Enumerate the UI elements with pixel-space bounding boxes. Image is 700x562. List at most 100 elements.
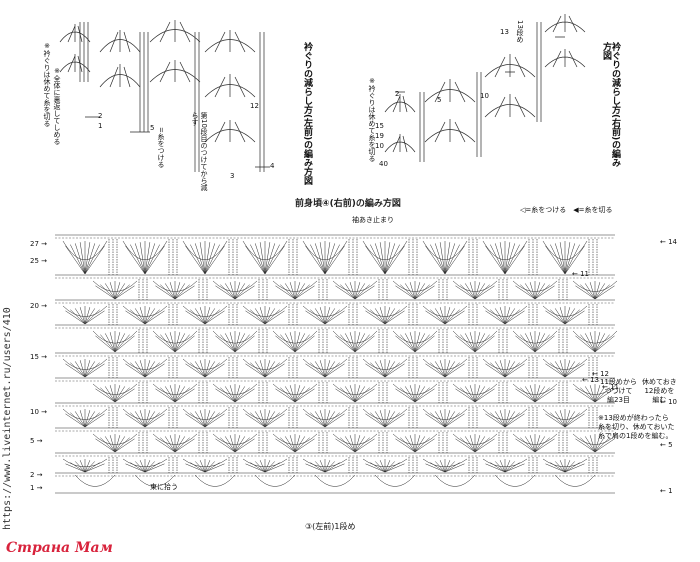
shell-stitch [152,382,208,403]
shell-stitch [542,239,598,275]
shell-stitch [542,357,598,378]
row-number-left: 1 → [30,484,43,492]
shell-stitch [542,457,598,473]
neck-right-row-2: 2 [395,90,400,98]
foundation-arc [134,474,176,487]
shell-stitch [122,239,178,275]
main-legend: ◁=糸をつける ◀=糸を切る [520,206,613,214]
row-number-right: ← 13 [582,376,599,384]
label-first-row: ③(左前)1段め [305,522,356,531]
shell-stitch [512,279,568,300]
shell-stitch [452,382,508,403]
neck-right-row-19: 19 [375,132,384,140]
shell-stitch [212,382,268,403]
diagram-neck-left: 衿ぐりの減らし方(左前)の編み方図 ※衿ぐりは休めて糸を切る ※全体に裏返してし… [40,12,312,192]
shell-stitch [92,432,148,453]
shell-stitch [122,357,178,378]
foundation-arc [194,474,236,487]
shell-stitch [362,357,418,378]
shell-stitch [182,357,238,378]
neck-right-chart [384,14,586,162]
neck-right-row-10b: 10 [375,142,384,150]
shell-stitch [212,432,268,453]
shell-stitch [242,304,298,325]
brand-logo: Страна Мам [6,540,113,556]
shell-stitch [122,457,178,473]
shell-stitch [212,279,268,300]
shell-stitch [362,457,418,473]
main-stitch-chart [55,234,618,494]
neck-right-row-40: 40 [379,160,388,168]
shell-stitch [362,239,418,275]
shell-stitch [392,432,448,453]
shell-stitch [482,304,538,325]
shell-stitch [62,304,118,325]
row-number-right: ← 10 [660,398,677,406]
neck-left-note-4: 第10段目のつけてから減らす [191,112,208,191]
shell-stitch [302,357,358,378]
row-number-right: ← 12 [592,370,609,378]
shell-stitch [482,407,538,428]
row-number-left: 2 → [30,471,43,479]
shell-stitch [392,382,448,403]
neck-left-row-1: 1 [98,122,103,130]
neck-right-note-2: 13段め [516,20,524,43]
watermark-url: https://www.liveinternet.ru/users/410 [2,307,13,530]
shell-stitch [272,432,328,453]
shell-stitch [362,304,418,325]
shell-stitch [212,329,268,353]
row-number-left: 20 → [30,302,47,310]
row-number-right: ← 1 [660,487,673,495]
neck-left-row-3: 3 [230,172,235,180]
neck-right-row-5: 5 [437,96,442,104]
shell-stitch [422,239,478,275]
row-number-left: 15 → [30,353,47,361]
shell-stitch [302,457,358,473]
neck-right-row-13: 13 [500,28,509,36]
label-note: ※13段めが終わったら 糸を切り、休めておいた 糸で肩の1段めを編む。 [598,414,675,440]
foundation-arc [314,474,356,487]
shell-stitch [332,329,388,353]
shell-stitch [92,329,148,353]
label-row-12: 休めておき 12段めを 編む [642,378,677,404]
label-sleeve-stop: 袖あき止まり [352,216,394,224]
shell-stitch [482,239,538,275]
diagram-neck-right: 衿ぐりの減らし方(右前)の編み方図 ※衿ぐりは休めて糸を切る 13段め 2 5 … [365,12,625,172]
shell-stitch [512,432,568,453]
neck-right-row-10: 10 [480,92,489,100]
shell-stitch [182,457,238,473]
neck-right-title: 衿ぐりの減らし方(右前)の編み方図 [601,42,620,168]
row-number-left: 25 → [30,257,47,265]
shell-stitch [392,279,448,300]
neck-left-note-1: ※衿ぐりは休めて糸を切る [43,42,51,127]
shell-stitch [482,357,538,378]
row-number-left: 10 → [30,408,47,416]
foundation-arc [254,474,296,487]
shell-stitch [122,407,178,428]
shell-stitch [62,357,118,378]
shell-stitch [272,382,328,403]
shell-stitch [512,382,568,403]
row-number-left: 5 → [30,437,43,445]
shell-stitch [92,382,148,403]
shell-stitch [452,329,508,353]
foundation-arc [434,474,476,487]
shell-stitch [542,407,598,428]
shell-stitch [182,407,238,428]
shell-stitch [302,304,358,325]
shell-stitch [122,304,178,325]
foundation-arc [74,474,116,487]
shell-stitch [62,239,118,275]
shell-stitch [302,407,358,428]
neck-left-note-3: =糸をつける [157,127,165,168]
neck-left-row-2: 2 [98,112,103,120]
foundation-arc [554,474,596,487]
neck-right-row-15: 15 [375,122,384,130]
neck-left-note-2: ※全体に裏返してしめる [53,67,61,145]
shell-stitch [422,304,478,325]
shell-stitch [92,279,148,300]
shell-stitch [422,457,478,473]
neck-left-title: 衿ぐりの減らし方(左前)の編み方図 [302,42,312,186]
foundation-arc [494,474,536,487]
neck-left-row-4: 4 [270,162,275,170]
